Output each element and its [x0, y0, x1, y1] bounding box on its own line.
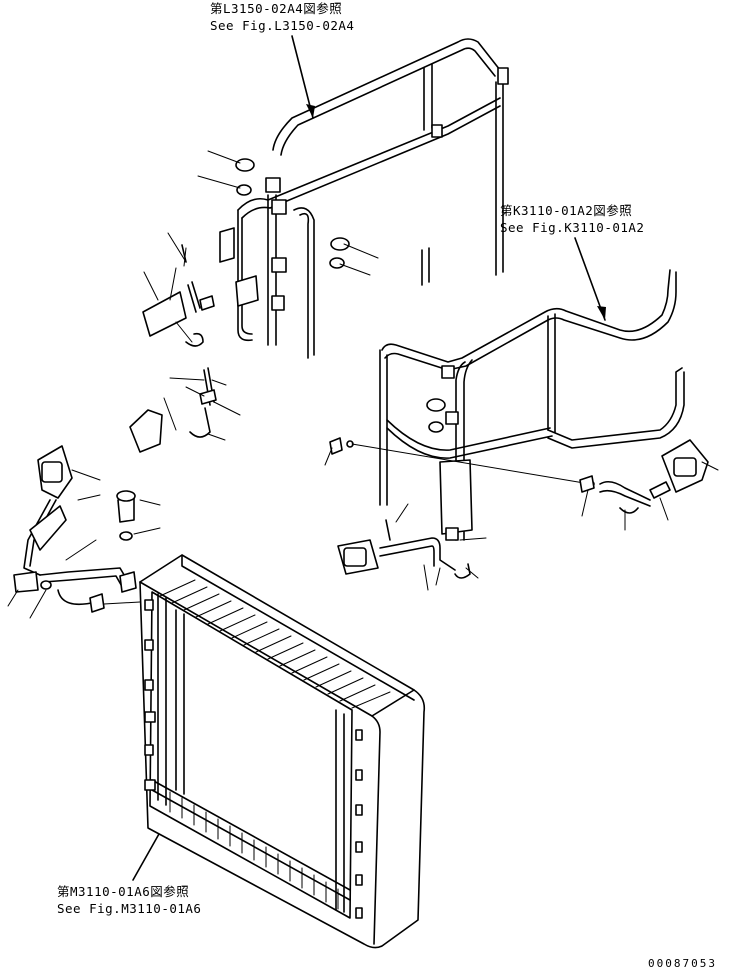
leader-lines	[7, 150, 719, 619]
ref-right-en: See Fig.K3110-01A2	[500, 220, 644, 235]
ref-bottom-jp: 第M3110-01A6図参照	[57, 884, 189, 899]
ref-right-jp: 第K3110-01A2図参照	[500, 203, 632, 218]
ref-top-jp: 第L3150-02A4図参照	[210, 1, 342, 16]
bottom-louvers	[151, 779, 351, 910]
right-handrail	[329, 269, 709, 579]
ref-top-en: See Fig.L3150-02A4	[210, 18, 354, 33]
drawing-code: 00087053	[648, 957, 717, 970]
grille-guard-frame	[139, 554, 426, 949]
ref-bottom-en: See Fig.M3110-01A6	[57, 901, 201, 916]
top-louvers	[159, 579, 391, 709]
left-mirror-assembly	[13, 445, 141, 613]
frame-fasteners	[144, 599, 363, 919]
top-handrail	[129, 38, 509, 453]
